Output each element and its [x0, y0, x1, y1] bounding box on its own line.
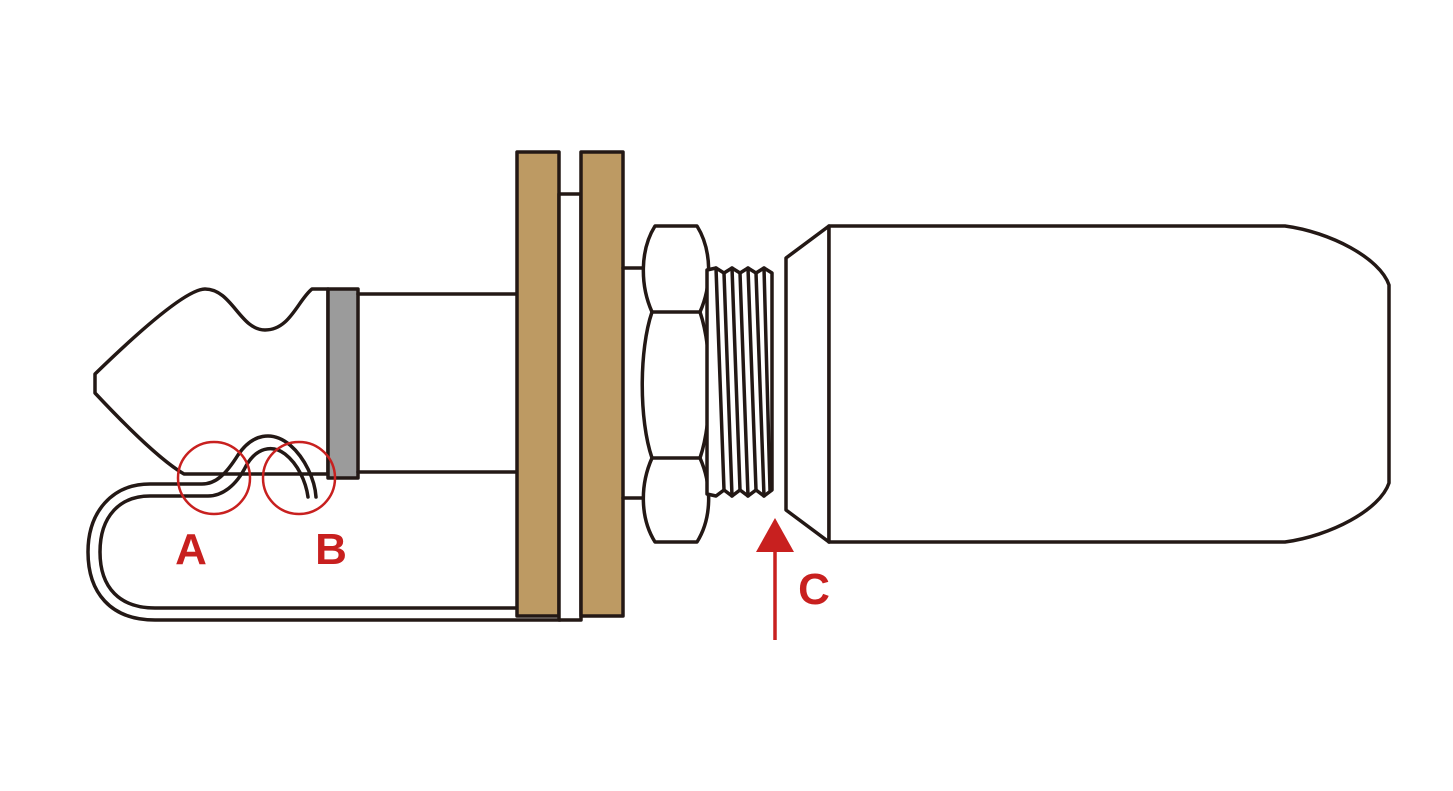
spring-contact-outer — [86, 434, 562, 622]
thread-line — [714, 266, 726, 492]
callout-circle-b — [261, 440, 337, 516]
label-b: B — [315, 525, 347, 574]
label-c: C — [798, 565, 830, 614]
plug-tip — [93, 287, 330, 476]
thread-line — [762, 266, 772, 492]
plug-body-chamfer — [784, 224, 831, 544]
thread-line — [754, 271, 766, 498]
plug-sleeve-ring — [326, 287, 360, 480]
label-a: A — [175, 525, 207, 574]
thread-line — [722, 271, 734, 498]
wood-washer-right — [579, 150, 625, 618]
hex-nut — [640, 224, 712, 544]
thread-line — [738, 271, 750, 498]
panel-gap — [557, 192, 583, 622]
wood-washer-left — [515, 150, 561, 618]
thread-line — [730, 266, 742, 492]
plug-body — [827, 224, 1391, 544]
thread-line — [746, 266, 758, 492]
arrow-c-head — [756, 518, 794, 552]
spring-contact-inner — [98, 446, 532, 610]
callout-circle-a — [176, 440, 252, 516]
